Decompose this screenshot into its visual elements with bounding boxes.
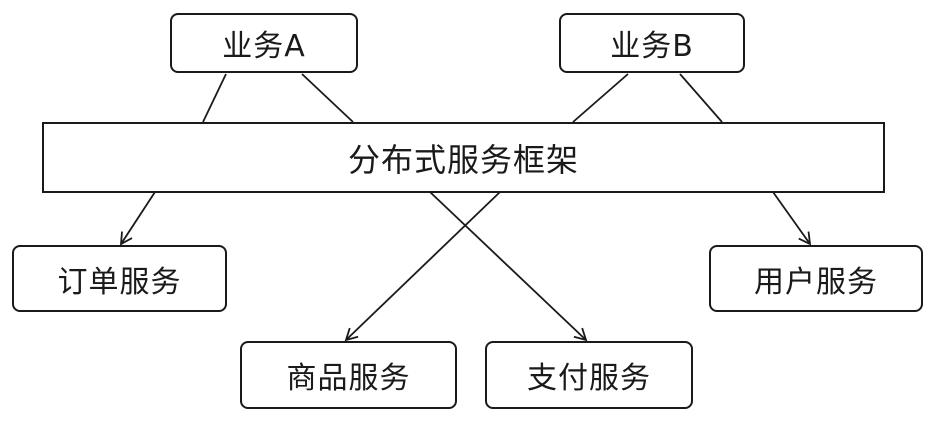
- arrow-to-product-service: [344, 191, 501, 342]
- order-service-label: 订单服务: [57, 264, 182, 300]
- link-business-a-right: [301, 73, 354, 123]
- business-b-label: 业务B: [610, 29, 694, 64]
- product-service-box: 商品服务: [240, 341, 457, 409]
- link-business-b-right: [679, 73, 723, 123]
- framework-label: 分布式服务框架: [347, 140, 579, 179]
- product-service-label: 商品服务: [286, 361, 411, 396]
- order-service-box: 订单服务: [12, 245, 227, 312]
- payment-service-label: 支付服务: [527, 361, 651, 396]
- arrow-to-order-service: [119, 191, 156, 246]
- link-business-a-left: [202, 73, 227, 123]
- distributed-service-framework-box: 分布式服务框架: [42, 122, 885, 193]
- arrow-to-payment-service: [429, 191, 588, 342]
- link-business-b-left: [572, 73, 629, 123]
- arrow-to-user-service: [772, 191, 812, 246]
- business-b-box: 业务B: [559, 13, 745, 73]
- payment-service-box: 支付服务: [485, 341, 693, 409]
- business-a-box: 业务A: [170, 13, 358, 73]
- user-service-box: 用户服务: [709, 245, 923, 312]
- business-a-label: 业务A: [222, 29, 306, 64]
- user-service-label: 用户服务: [754, 264, 878, 300]
